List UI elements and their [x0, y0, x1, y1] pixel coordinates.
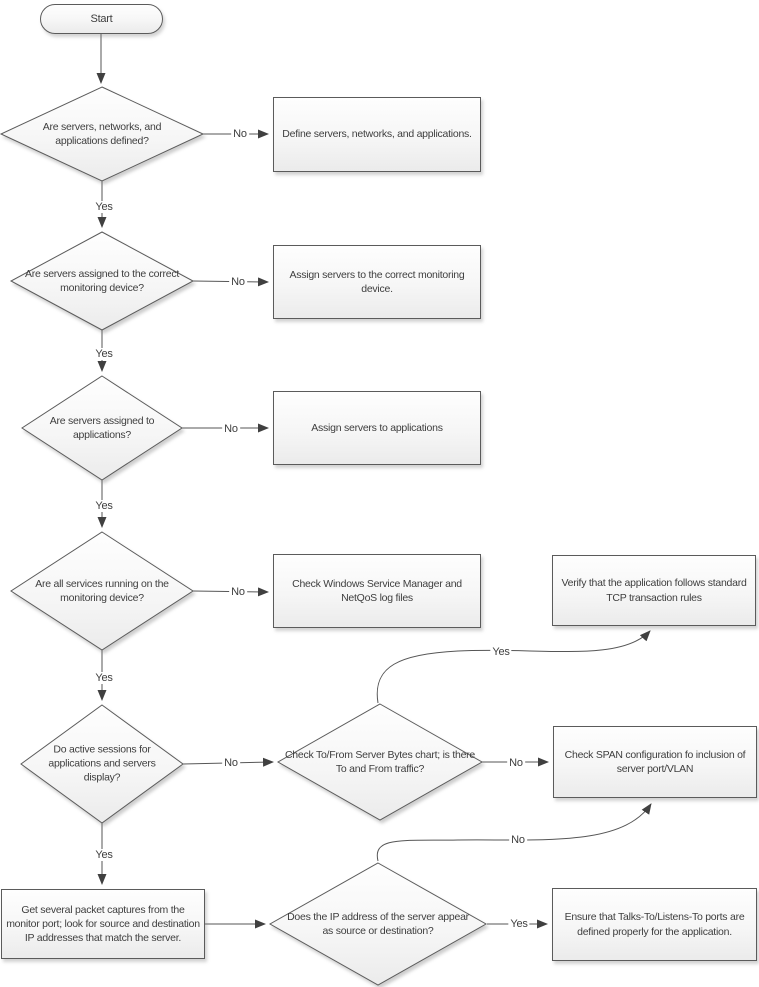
process-label: Check Windows Service Manager and NetQoS…: [292, 577, 462, 604]
process-define-servers: Define servers, networks, and applicatio…: [273, 97, 481, 172]
start-terminator: Start: [40, 4, 163, 34]
decision-diamond-servers-defined: [0, 86, 205, 182]
edge-label-no-d7: No: [509, 834, 527, 846]
decision-diamond-assigned-applications: [21, 375, 183, 481]
process-packet-captures: Get several packet captures from the mon…: [1, 889, 205, 959]
process-assign-monitoring-device: Assign servers to the correct monitoring…: [273, 245, 481, 319]
process-label: Assign servers to applications: [311, 421, 443, 434]
edge-label-yes-d5: Yes: [93, 849, 115, 861]
decision-label-services-running: Are all services running on the monitori…: [35, 577, 169, 604]
edge-d6-yes-r5-curve: [376, 630, 651, 704]
process-label: Define servers, networks, and applicatio…: [282, 128, 472, 141]
edge-label-yes-d1: Yes: [93, 201, 115, 213]
process-assign-applications: Assign servers to applications: [273, 391, 481, 465]
edge-label-yes-d7: Yes: [508, 918, 530, 930]
edge-label-no-d5: No: [222, 757, 240, 769]
decision-label-servers-defined: Are servers, networks, and applications …: [42, 120, 162, 147]
process-verify-tcp-rules: Verify that the application follows stan…: [552, 555, 756, 626]
decision-diamond-to-from-traffic: [276, 703, 484, 821]
decision-diamond-ip-source-destination: [268, 862, 488, 986]
process-label: Check SPAN configuration fo inclusion of…: [564, 748, 746, 775]
process-check-service-manager: Check Windows Service Manager and NetQoS…: [273, 554, 481, 628]
process-ensure-ports-defined: Ensure that Talks-To/Listens-To ports ar…: [552, 888, 757, 961]
edge-label-no-d6: No: [507, 757, 525, 769]
process-label: Verify that the application follows stan…: [561, 577, 747, 604]
edge-label-no-d1: No: [231, 128, 249, 140]
decision-diamond-services-running: [10, 531, 194, 651]
edge-label-no-d4: No: [229, 586, 247, 598]
edge-label-yes-d2: Yes: [93, 348, 115, 360]
edge-label-yes-d3: Yes: [93, 500, 115, 512]
edge-d7-no-r6-curve: [376, 803, 652, 862]
edge-label-yes-d6: Yes: [490, 646, 512, 658]
edge-label-yes-d4: Yes: [93, 672, 115, 684]
edge-label-no-d3: No: [222, 423, 240, 435]
decision-diamond-active-sessions: [20, 704, 184, 824]
process-label: Ensure that Talks-To/Listens-To ports ar…: [564, 911, 745, 938]
decision-label-assigned-applications: Are servers assigned to applications?: [49, 414, 155, 441]
decision-label-monitoring-device: Are servers assigned to the correct moni…: [24, 267, 180, 294]
process-label: Assign servers to the correct monitoring…: [289, 268, 465, 295]
start-label: Start: [90, 12, 113, 25]
edge-label-no-d2: No: [229, 276, 247, 288]
process-check-span-configuration: Check SPAN configuration fo inclusion of…: [553, 726, 757, 798]
decision-label-active-sessions: Do active sessions for applications and …: [48, 743, 156, 785]
decision-label-to-from-traffic: Check To/From Server Bytes chart; is the…: [284, 748, 476, 775]
process-label: Get several packet captures from the mon…: [6, 903, 200, 945]
decision-label-ip-source-destination: Does the IP address of the server appear…: [287, 910, 469, 937]
decision-diamond-monitoring-device: [9, 231, 195, 331]
decision-shapes: [0, 86, 488, 986]
